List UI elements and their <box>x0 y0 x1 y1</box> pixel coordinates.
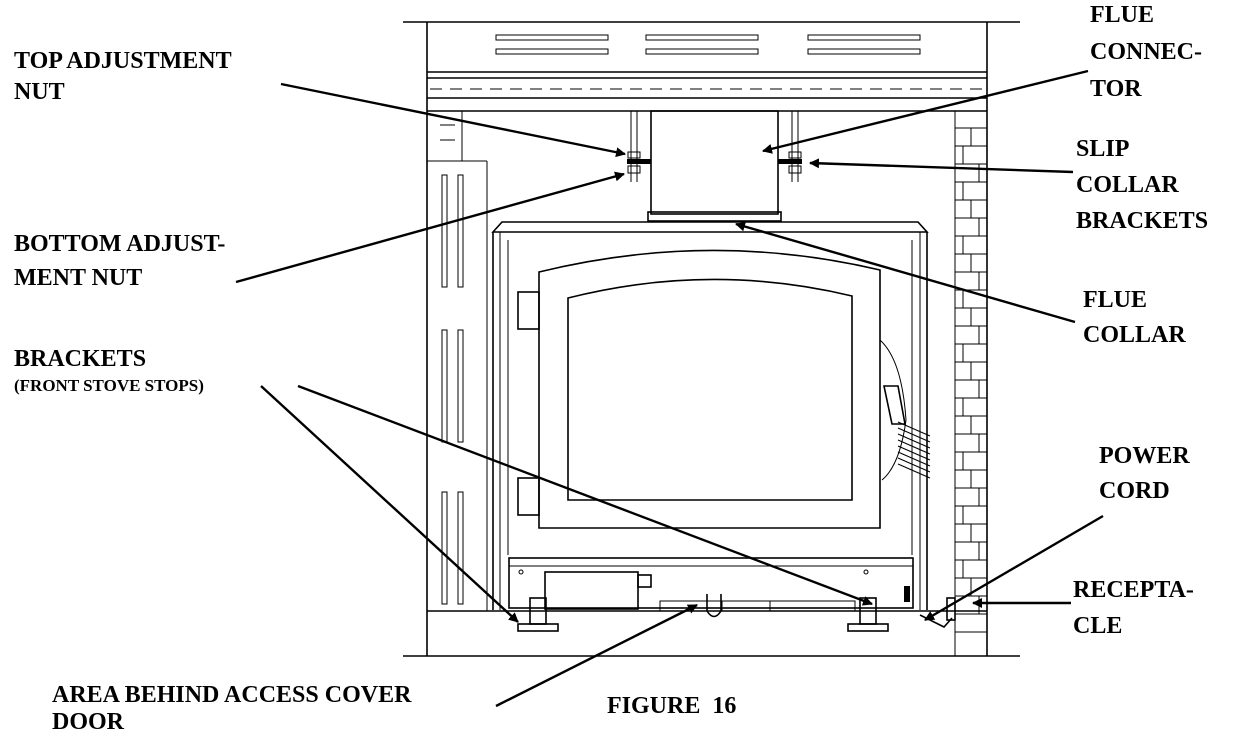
flue-connector-line2: CONNEC- <box>1090 39 1202 65</box>
brackets-label: BRACKETS <box>14 346 146 372</box>
front-stove-stop-left <box>517 597 559 632</box>
receptacle-line1: RECEPTA- <box>1073 577 1194 603</box>
bottom-adjustment-nut-line1: BOTTOM ADJUST- <box>14 231 225 257</box>
slip-collar-brackets-line2: COLLAR <box>1076 172 1179 198</box>
brackets-sublabel: (FRONT STOVE STOPS) <box>14 376 204 395</box>
flue-collar-line2: COLLAR <box>1083 322 1186 348</box>
receptacle-line2: CLE <box>1073 613 1122 639</box>
flue-collar-label: FLUE COLLAR <box>1083 287 1186 348</box>
power-cord-line2: CORD <box>1099 478 1170 504</box>
area-behind-access-label: AREA BEHIND ACCESS COVER DOOR <box>52 682 417 735</box>
slip-collar-bracket-left <box>627 111 651 182</box>
flue-collar-line1: FLUE <box>1083 287 1147 313</box>
figure-caption: FIGURE 16 <box>607 693 736 719</box>
top-adjustment-nut-label: TOP ADJUSTMENT NUT <box>14 48 237 105</box>
stove-body <box>491 221 929 610</box>
top-adjustment-nut-line1: TOP ADJUSTMENT <box>14 48 232 74</box>
right-brick-column <box>954 110 988 657</box>
slip-collar-bracket-right <box>778 111 802 182</box>
receptacle-label: RECEPTA- CLE <box>1073 577 1200 639</box>
receptacle <box>946 597 956 621</box>
bottom-adjustment-nut-line2: MENT NUT <box>14 265 142 291</box>
slip-collar-brackets-line1: SLIP <box>1076 136 1129 162</box>
power-cord-label: POWER CORD <box>1099 443 1196 504</box>
flue-connector-line3: TOR <box>1090 76 1142 102</box>
slip-collar-brackets-label: SLIP COLLAR BRACKETS <box>1076 136 1208 234</box>
bottom-adjustment-nut-label: BOTTOM ADJUST- MENT NUT <box>14 231 231 291</box>
leader-lines <box>235 69 1104 708</box>
left-brick-column <box>426 110 488 611</box>
power-cord-line1: POWER <box>1099 443 1190 469</box>
flue-collar <box>647 211 782 222</box>
top-louvers <box>495 34 921 55</box>
flue-connector-label: FLUE CONNEC- TOR <box>1090 2 1208 102</box>
slip-collar-brackets-line3: BRACKETS <box>1076 208 1208 234</box>
door-handle-spring <box>879 339 931 481</box>
access-area <box>508 557 914 618</box>
flue-connector-pipe <box>650 110 779 215</box>
area-behind-access-line2: DOOR <box>52 709 125 735</box>
stove-door <box>517 249 881 529</box>
flue-connector-line1: FLUE <box>1090 2 1154 28</box>
top-adjustment-nut-line2: NUT <box>14 79 65 105</box>
area-behind-access-line1: AREA BEHIND ACCESS COVER <box>52 682 412 708</box>
